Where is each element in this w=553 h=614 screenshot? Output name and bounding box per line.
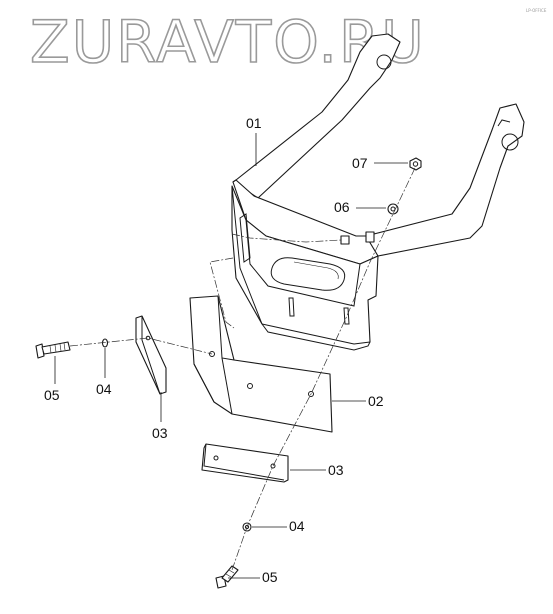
washer-top [387, 203, 399, 215]
svg-text:06: 06 [334, 199, 350, 215]
svg-text:05: 05 [44, 387, 60, 403]
nut-top [409, 157, 422, 171]
label-04-left: 04 [96, 348, 112, 397]
label-03-horizontal: 03 [290, 462, 344, 478]
svg-text:03: 03 [328, 462, 344, 478]
svg-text:04: 04 [289, 518, 305, 534]
svg-text:02: 02 [368, 393, 384, 409]
washer-left [101, 338, 109, 348]
angle-bracket [189, 295, 333, 433]
svg-text:01: 01 [246, 115, 262, 131]
watermark-logo: ZURAVTO.RU [30, 8, 426, 76]
svg-text:03: 03 [152, 425, 168, 441]
label-06: 06 [334, 199, 386, 215]
bolt-left [35, 341, 71, 359]
bolt-bottom [215, 565, 239, 589]
assembly-lines [69, 167, 416, 571]
svg-text:07: 07 [352, 155, 368, 171]
inner-screw-pair [340, 231, 375, 245]
label-04-bottom: 04 [252, 518, 305, 534]
plate-vertical [135, 315, 167, 395]
label-05-bottom: 05 [228, 569, 278, 585]
svg-text:05: 05 [262, 569, 278, 585]
label-01: 01 [246, 115, 262, 166]
svg-text:04: 04 [96, 381, 112, 397]
plate-horizontal [201, 443, 289, 483]
label-07: 07 [352, 155, 408, 171]
label-02: 02 [332, 393, 384, 409]
label-05-left: 05 [44, 356, 60, 403]
main-bracket [231, 33, 525, 351]
page-marker: LP-OFFICE [526, 8, 547, 13]
label-03-vertical: 03 [152, 392, 168, 441]
